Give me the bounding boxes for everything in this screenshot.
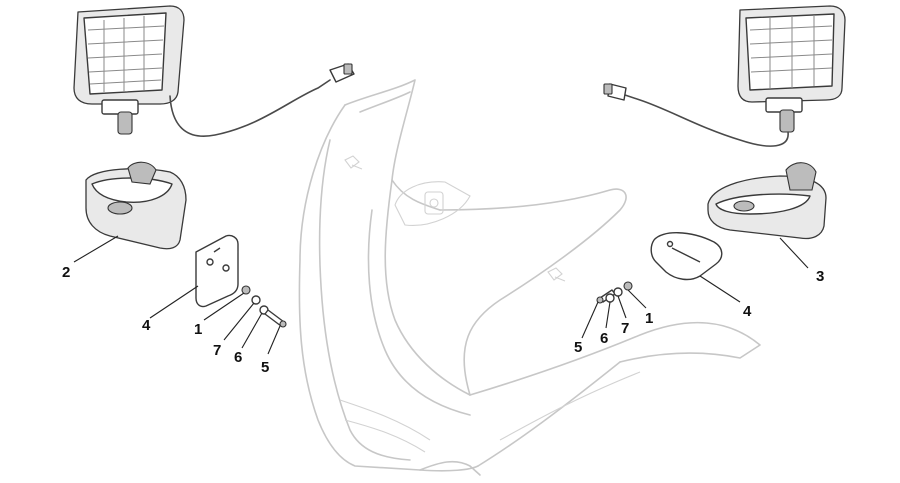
leader-right-3 xyxy=(779,237,809,269)
left-hardware xyxy=(241,285,287,328)
callout-left-7: 7 xyxy=(213,342,221,359)
right-hardware xyxy=(596,281,633,304)
leader-left-1 xyxy=(203,292,245,321)
callout-left-6: 6 xyxy=(234,349,242,366)
leader-lines xyxy=(73,235,809,355)
callout-right-4: 4 xyxy=(743,303,752,320)
left-lamp-mount xyxy=(85,161,187,250)
right-mounting-plate xyxy=(650,232,723,281)
callout-right-1: 1 xyxy=(645,310,653,327)
leader-right-7 xyxy=(617,295,627,319)
callout-labels: 2 4 1 7 6 5 3 4 5 6 7 1 xyxy=(62,264,824,376)
leader-right-4 xyxy=(699,275,741,303)
leader-left-6 xyxy=(241,312,263,349)
callout-right-3: 3 xyxy=(816,268,824,285)
callout-right-5: 5 xyxy=(574,339,582,356)
callout-left-2: 2 xyxy=(62,264,70,281)
leader-left-5 xyxy=(267,325,281,355)
leader-left-4 xyxy=(149,285,199,319)
callout-right-7: 7 xyxy=(621,320,629,337)
right-work-lamp xyxy=(603,5,846,147)
callout-left-4: 4 xyxy=(142,317,151,334)
callout-right-6: 6 xyxy=(600,330,608,347)
leader-right-6 xyxy=(605,301,611,329)
leader-right-5 xyxy=(581,301,599,339)
callout-left-1: 1 xyxy=(194,321,202,338)
leader-left-7 xyxy=(223,302,255,341)
right-lamp-mount xyxy=(707,162,827,240)
leader-right-1 xyxy=(627,289,647,309)
front-fairing-ghost xyxy=(298,79,761,476)
callout-left-5: 5 xyxy=(261,359,269,376)
leader-left-2 xyxy=(73,235,119,263)
left-work-lamp xyxy=(73,5,355,137)
left-mounting-plate xyxy=(195,234,239,308)
